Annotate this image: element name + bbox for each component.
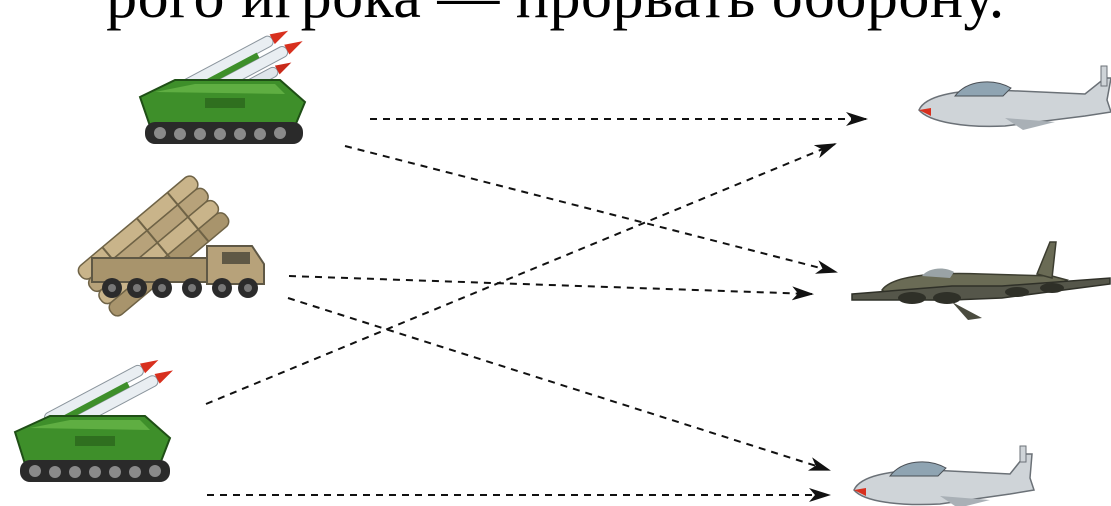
- jet-trainer-icon: [919, 66, 1111, 130]
- sam-tracked-launcher-icon: [15, 351, 176, 482]
- sam-tracked-launcher-icon: [140, 22, 311, 144]
- transport-aircraft-icon: [852, 242, 1110, 320]
- arrow-sam-top-to-transport: [345, 146, 836, 272]
- arrow-mlrs-to-jet-bottom: [288, 298, 829, 470]
- arrow-mlrs-to-transport: [289, 276, 812, 294]
- arrow-group: [206, 119, 866, 495]
- arrow-sam-bottom-to-jet-top: [206, 144, 835, 404]
- jet-trainer-icon: [854, 446, 1034, 506]
- rocket-truck-launcher-icon: [76, 173, 264, 318]
